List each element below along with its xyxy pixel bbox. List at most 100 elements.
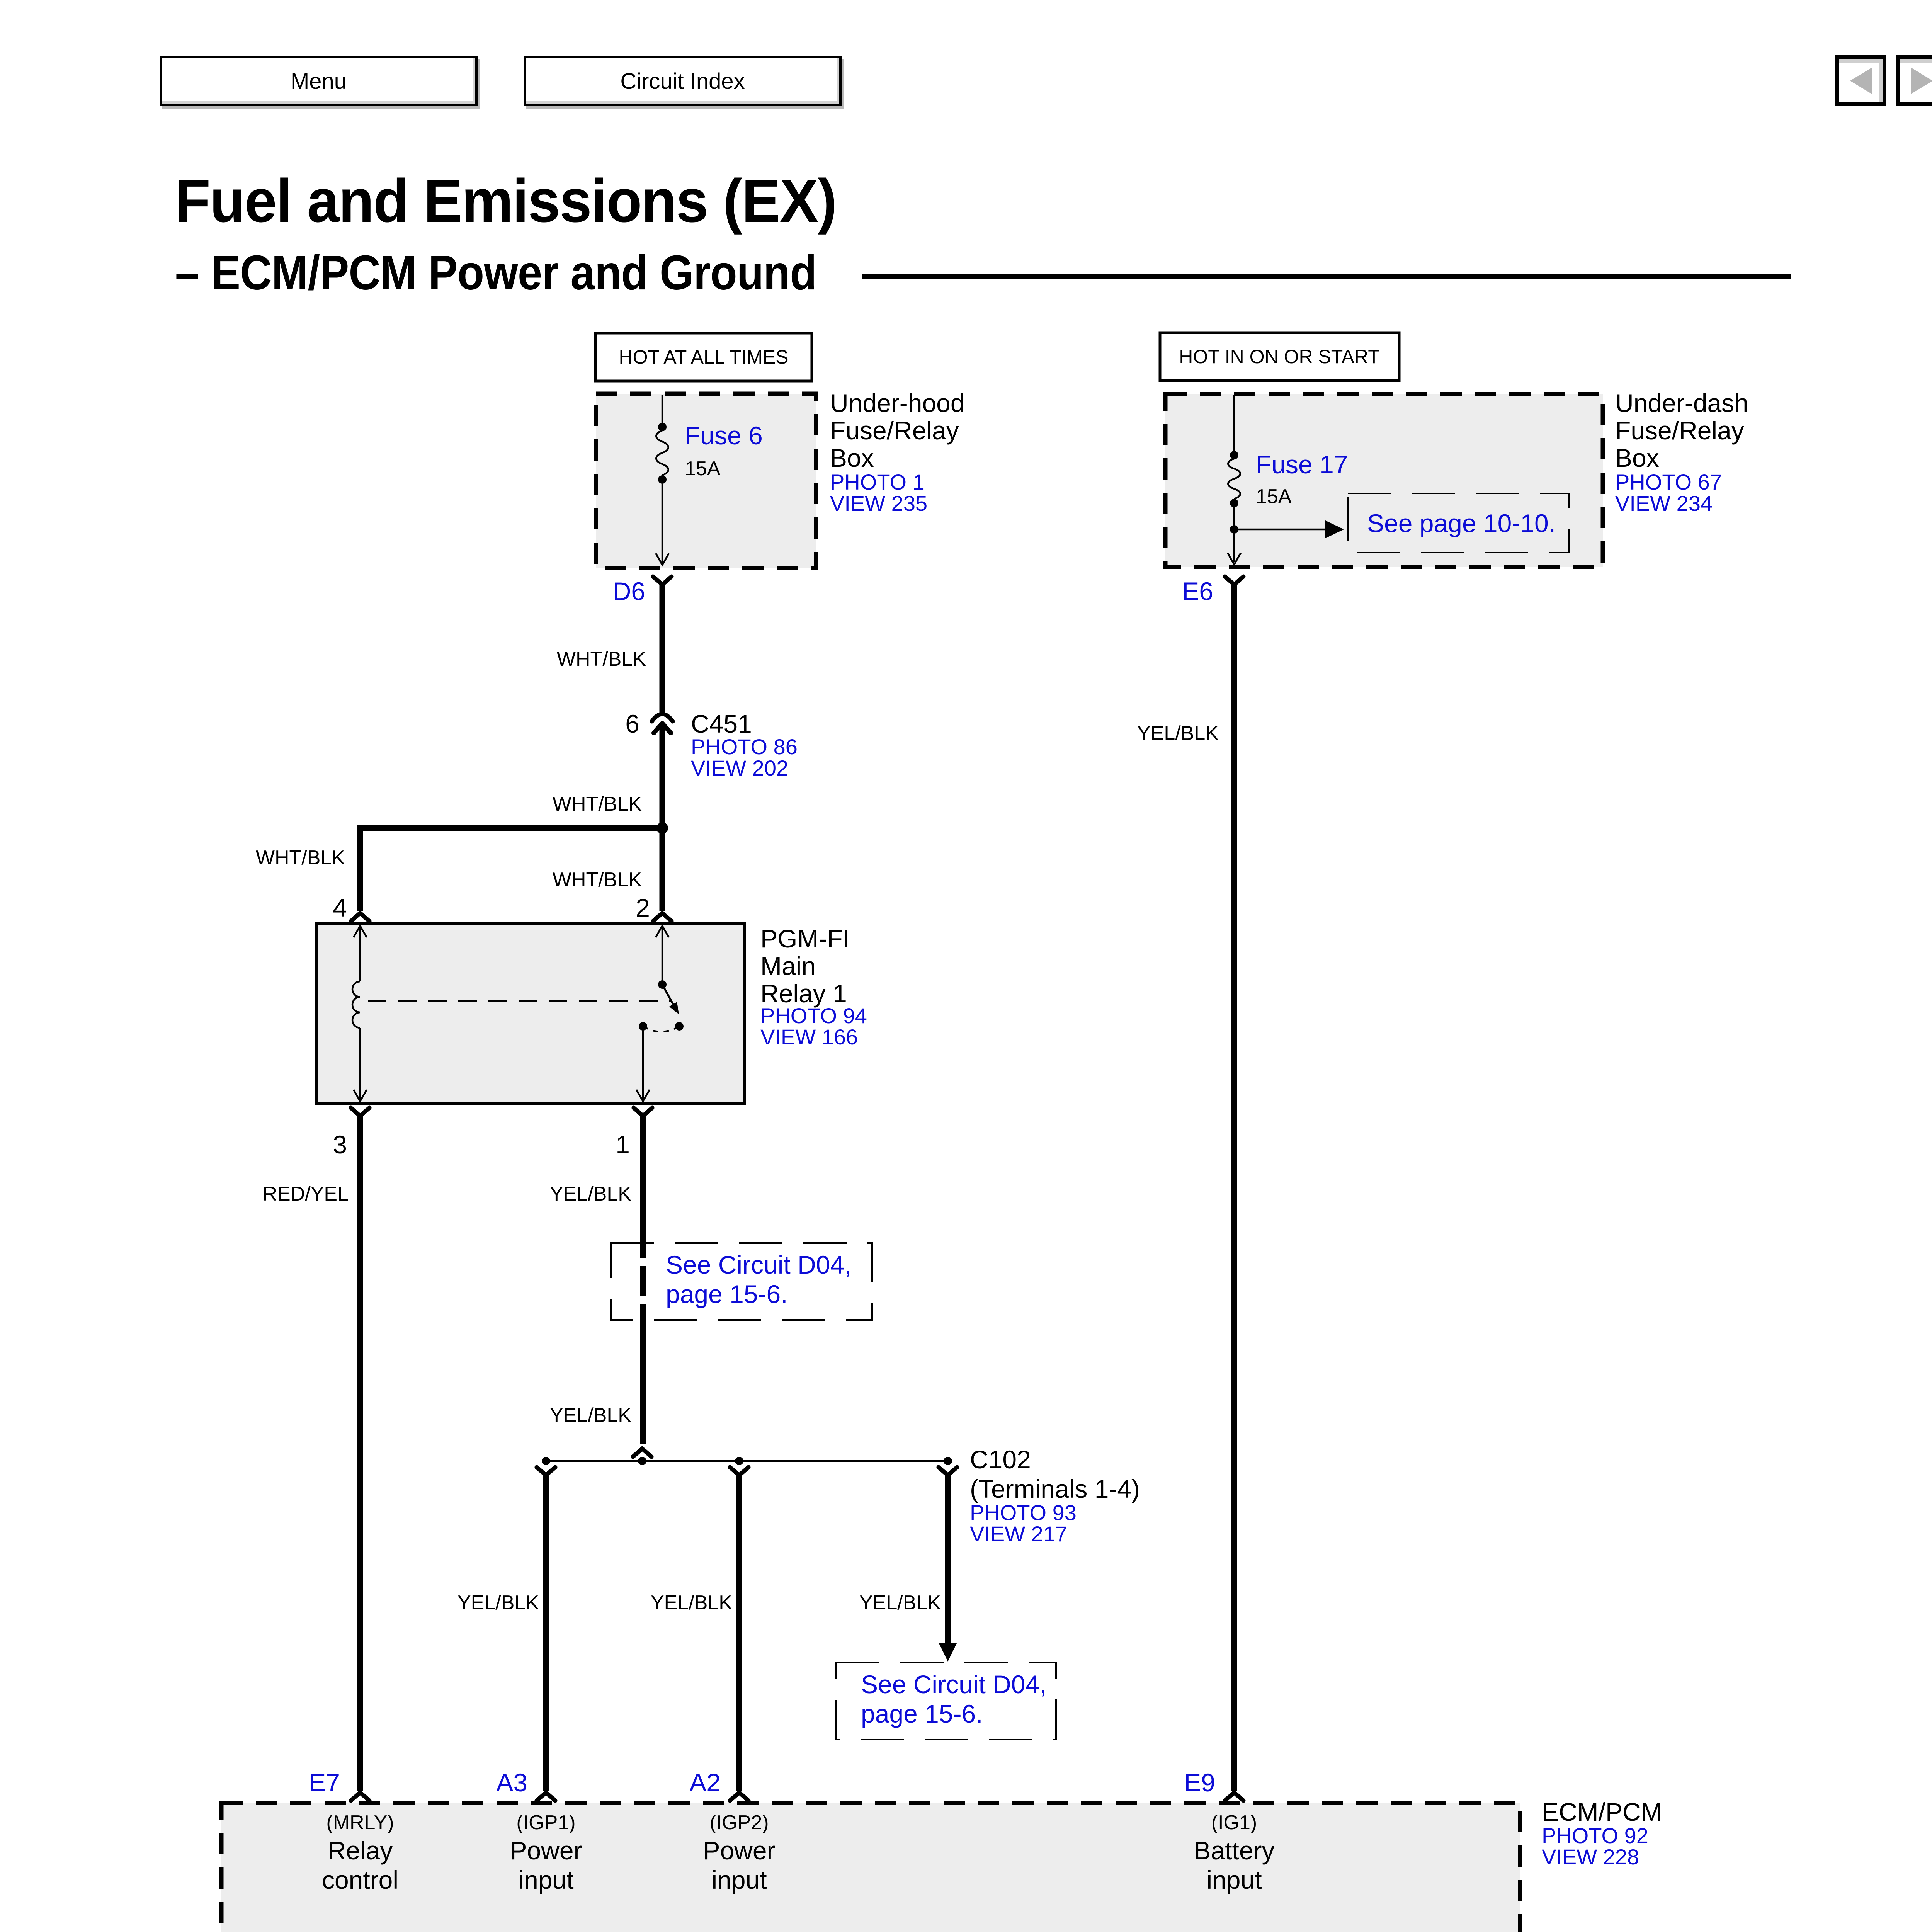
wire-label-wht-blk-3: WHT/BLK bbox=[256, 847, 345, 869]
c102-name: C102 bbox=[970, 1445, 1031, 1474]
c102-bus-dot-1 bbox=[542, 1457, 550, 1465]
pin-a2-label[interactable]: A2 bbox=[689, 1768, 721, 1797]
c102-view-link[interactable]: VIEW 217 bbox=[970, 1522, 1067, 1546]
fuse6-link[interactable]: Fuse 6 bbox=[685, 421, 763, 450]
underdash-photo-link[interactable]: PHOTO 67 bbox=[1615, 470, 1722, 494]
wire-arrow-down-icon bbox=[939, 1643, 957, 1662]
wire-label-yel-blk-4: YEL/BLK bbox=[651, 1592, 732, 1614]
pin-e9-label[interactable]: E9 bbox=[1184, 1768, 1215, 1797]
terminal-fork-relay-pin4-icon bbox=[349, 910, 372, 923]
relay-switch-arrow-down-icon bbox=[636, 1089, 650, 1103]
relay-name-3: Relay 1 bbox=[760, 979, 847, 1008]
relay-name-1: PGM-FI bbox=[760, 924, 850, 953]
underdash-name-3: Box bbox=[1615, 444, 1659, 472]
underdash-view-link[interactable]: VIEW 234 bbox=[1615, 491, 1713, 515]
ecm-ig1-sub: (IG1) bbox=[1211, 1811, 1257, 1834]
ecm-igp2-sub: (IGP2) bbox=[709, 1811, 769, 1834]
c451-female-icon bbox=[650, 712, 675, 724]
fuse17-arrow-icon bbox=[1227, 552, 1242, 566]
underdash-fuse-relay-box bbox=[1163, 392, 1605, 569]
c451-photo-link[interactable]: PHOTO 86 bbox=[691, 735, 798, 759]
hot-at-all-times-label: HOT AT ALL TIMES bbox=[619, 346, 788, 368]
relay-view-link[interactable]: VIEW 166 bbox=[760, 1025, 858, 1049]
relay-coil-arrow-down-icon bbox=[353, 1089, 367, 1103]
ecm-igp2-line1: Power bbox=[703, 1836, 775, 1865]
terminal-fork-e9-icon bbox=[1223, 1789, 1246, 1803]
see-page-10-10-link[interactable]: See page 10-10. bbox=[1367, 509, 1556, 537]
ecm-ig1-line2: input bbox=[1206, 1866, 1262, 1894]
wire-label-yel-blk-5: YEL/BLK bbox=[859, 1592, 941, 1614]
pin-a3-label[interactable]: A3 bbox=[496, 1768, 527, 1797]
fuse17-branch-arrow-icon bbox=[1325, 520, 1344, 539]
pin-e7-label[interactable]: E7 bbox=[309, 1768, 340, 1797]
pgm-fi-relay-box bbox=[315, 922, 746, 1105]
wire-label-yel-blk-2: YEL/BLK bbox=[550, 1404, 631, 1427]
ecm-igp1-sub: (IGP1) bbox=[516, 1811, 575, 1834]
ecm-view-link[interactable]: VIEW 228 bbox=[1542, 1845, 1639, 1869]
terminal-fork-relay-pin2-icon bbox=[651, 910, 674, 923]
fuse17-amps: 15A bbox=[1256, 485, 1292, 508]
ecm-pcm-box bbox=[219, 1801, 1522, 1932]
hot-at-all-times-box bbox=[594, 332, 813, 383]
ecm-name: ECM/PCM bbox=[1542, 1798, 1662, 1826]
relay-pin2-label: 2 bbox=[636, 893, 650, 922]
next-page-button[interactable] bbox=[1896, 55, 1932, 106]
c102-bus-dot-2 bbox=[638, 1457, 646, 1465]
fuse17-link[interactable]: Fuse 17 bbox=[1256, 450, 1348, 479]
relay-coil-symbol bbox=[351, 924, 367, 1103]
relay-photo-link[interactable]: PHOTO 94 bbox=[760, 1003, 867, 1028]
see-circuit-d04-2-line1[interactable]: See Circuit D04, bbox=[861, 1670, 1047, 1699]
ecm-mrly-line2: control bbox=[322, 1866, 398, 1894]
wire-label-yel-blk-6: YEL/BLK bbox=[1137, 722, 1219, 745]
relay-pin3-label: 3 bbox=[333, 1130, 347, 1159]
arrow-right-icon bbox=[1911, 67, 1932, 94]
c451-pin-label: 6 bbox=[625, 709, 639, 738]
terminal-fork-a3-icon bbox=[534, 1789, 558, 1803]
ecm-igp1-line1: Power bbox=[510, 1836, 582, 1865]
wire-label-yel-blk-1: YEL/BLK bbox=[550, 1183, 631, 1205]
underhood-photo-link[interactable]: PHOTO 1 bbox=[830, 470, 925, 494]
c451-view-link[interactable]: VIEW 202 bbox=[691, 756, 788, 780]
see-circuit-d04-1-line1[interactable]: See Circuit D04, bbox=[666, 1250, 852, 1279]
hot-in-on-or-start-box bbox=[1158, 331, 1401, 382]
c102-bus-dot-4 bbox=[944, 1457, 952, 1465]
terminal-fork-a2-icon bbox=[728, 1789, 751, 1803]
see-circuit-d04-box-1 bbox=[610, 1242, 873, 1321]
fuse17-element bbox=[1227, 457, 1241, 500]
see-circuit-d04-box-2 bbox=[835, 1662, 1057, 1740]
fuse17-dot-top bbox=[1230, 451, 1238, 459]
relay-switch-contact-dot-right bbox=[675, 1022, 684, 1031]
pin-d6-label[interactable]: D6 bbox=[613, 577, 645, 605]
fuse17-symbol bbox=[1227, 395, 1344, 566]
underhood-view-link[interactable]: VIEW 235 bbox=[830, 491, 927, 515]
circuit-index-button-label: Circuit Index bbox=[620, 68, 745, 94]
relay-name-2: Main bbox=[760, 952, 816, 980]
prev-page-button[interactable] bbox=[1835, 55, 1886, 106]
relay-switch-arm-arrow-icon bbox=[669, 1002, 679, 1014]
ecm-photo-link[interactable]: PHOTO 92 bbox=[1542, 1823, 1648, 1848]
terminal-fork-bus-in-icon bbox=[631, 1446, 654, 1459]
c102-terminals: (Terminals 1-4) bbox=[970, 1475, 1140, 1503]
relay-pin4-label: 4 bbox=[333, 893, 347, 922]
c451-connector-icon bbox=[650, 712, 675, 735]
terminal-fork-e7-icon bbox=[349, 1789, 372, 1803]
ecm-ig1-line1: Battery bbox=[1194, 1836, 1274, 1865]
ecm-mrly-line1: Relay bbox=[328, 1836, 393, 1865]
see-circuit-d04-2-line2[interactable]: page 15-6. bbox=[861, 1699, 983, 1728]
c451-name: C451 bbox=[691, 709, 752, 738]
fuse6-element bbox=[655, 429, 669, 476]
menu-button[interactable]: Menu bbox=[160, 56, 478, 106]
relay-coil-loops bbox=[351, 980, 361, 1029]
relay-switch-arm bbox=[661, 984, 674, 1005]
pin-e6-label[interactable]: E6 bbox=[1182, 577, 1213, 605]
c102-photo-link[interactable]: PHOTO 93 bbox=[970, 1500, 1077, 1525]
ecm-mrly-sub: (MRLY) bbox=[326, 1811, 394, 1834]
c102-bus-dot-3 bbox=[735, 1457, 743, 1465]
see-circuit-d04-1-line2[interactable]: page 15-6. bbox=[666, 1280, 788, 1308]
wire-label-wht-blk-1: WHT/BLK bbox=[557, 648, 646, 670]
menu-button-label: Menu bbox=[290, 68, 347, 94]
circuit-index-button[interactable]: Circuit Index bbox=[524, 56, 842, 106]
fuse6-amps: 15A bbox=[685, 457, 721, 480]
